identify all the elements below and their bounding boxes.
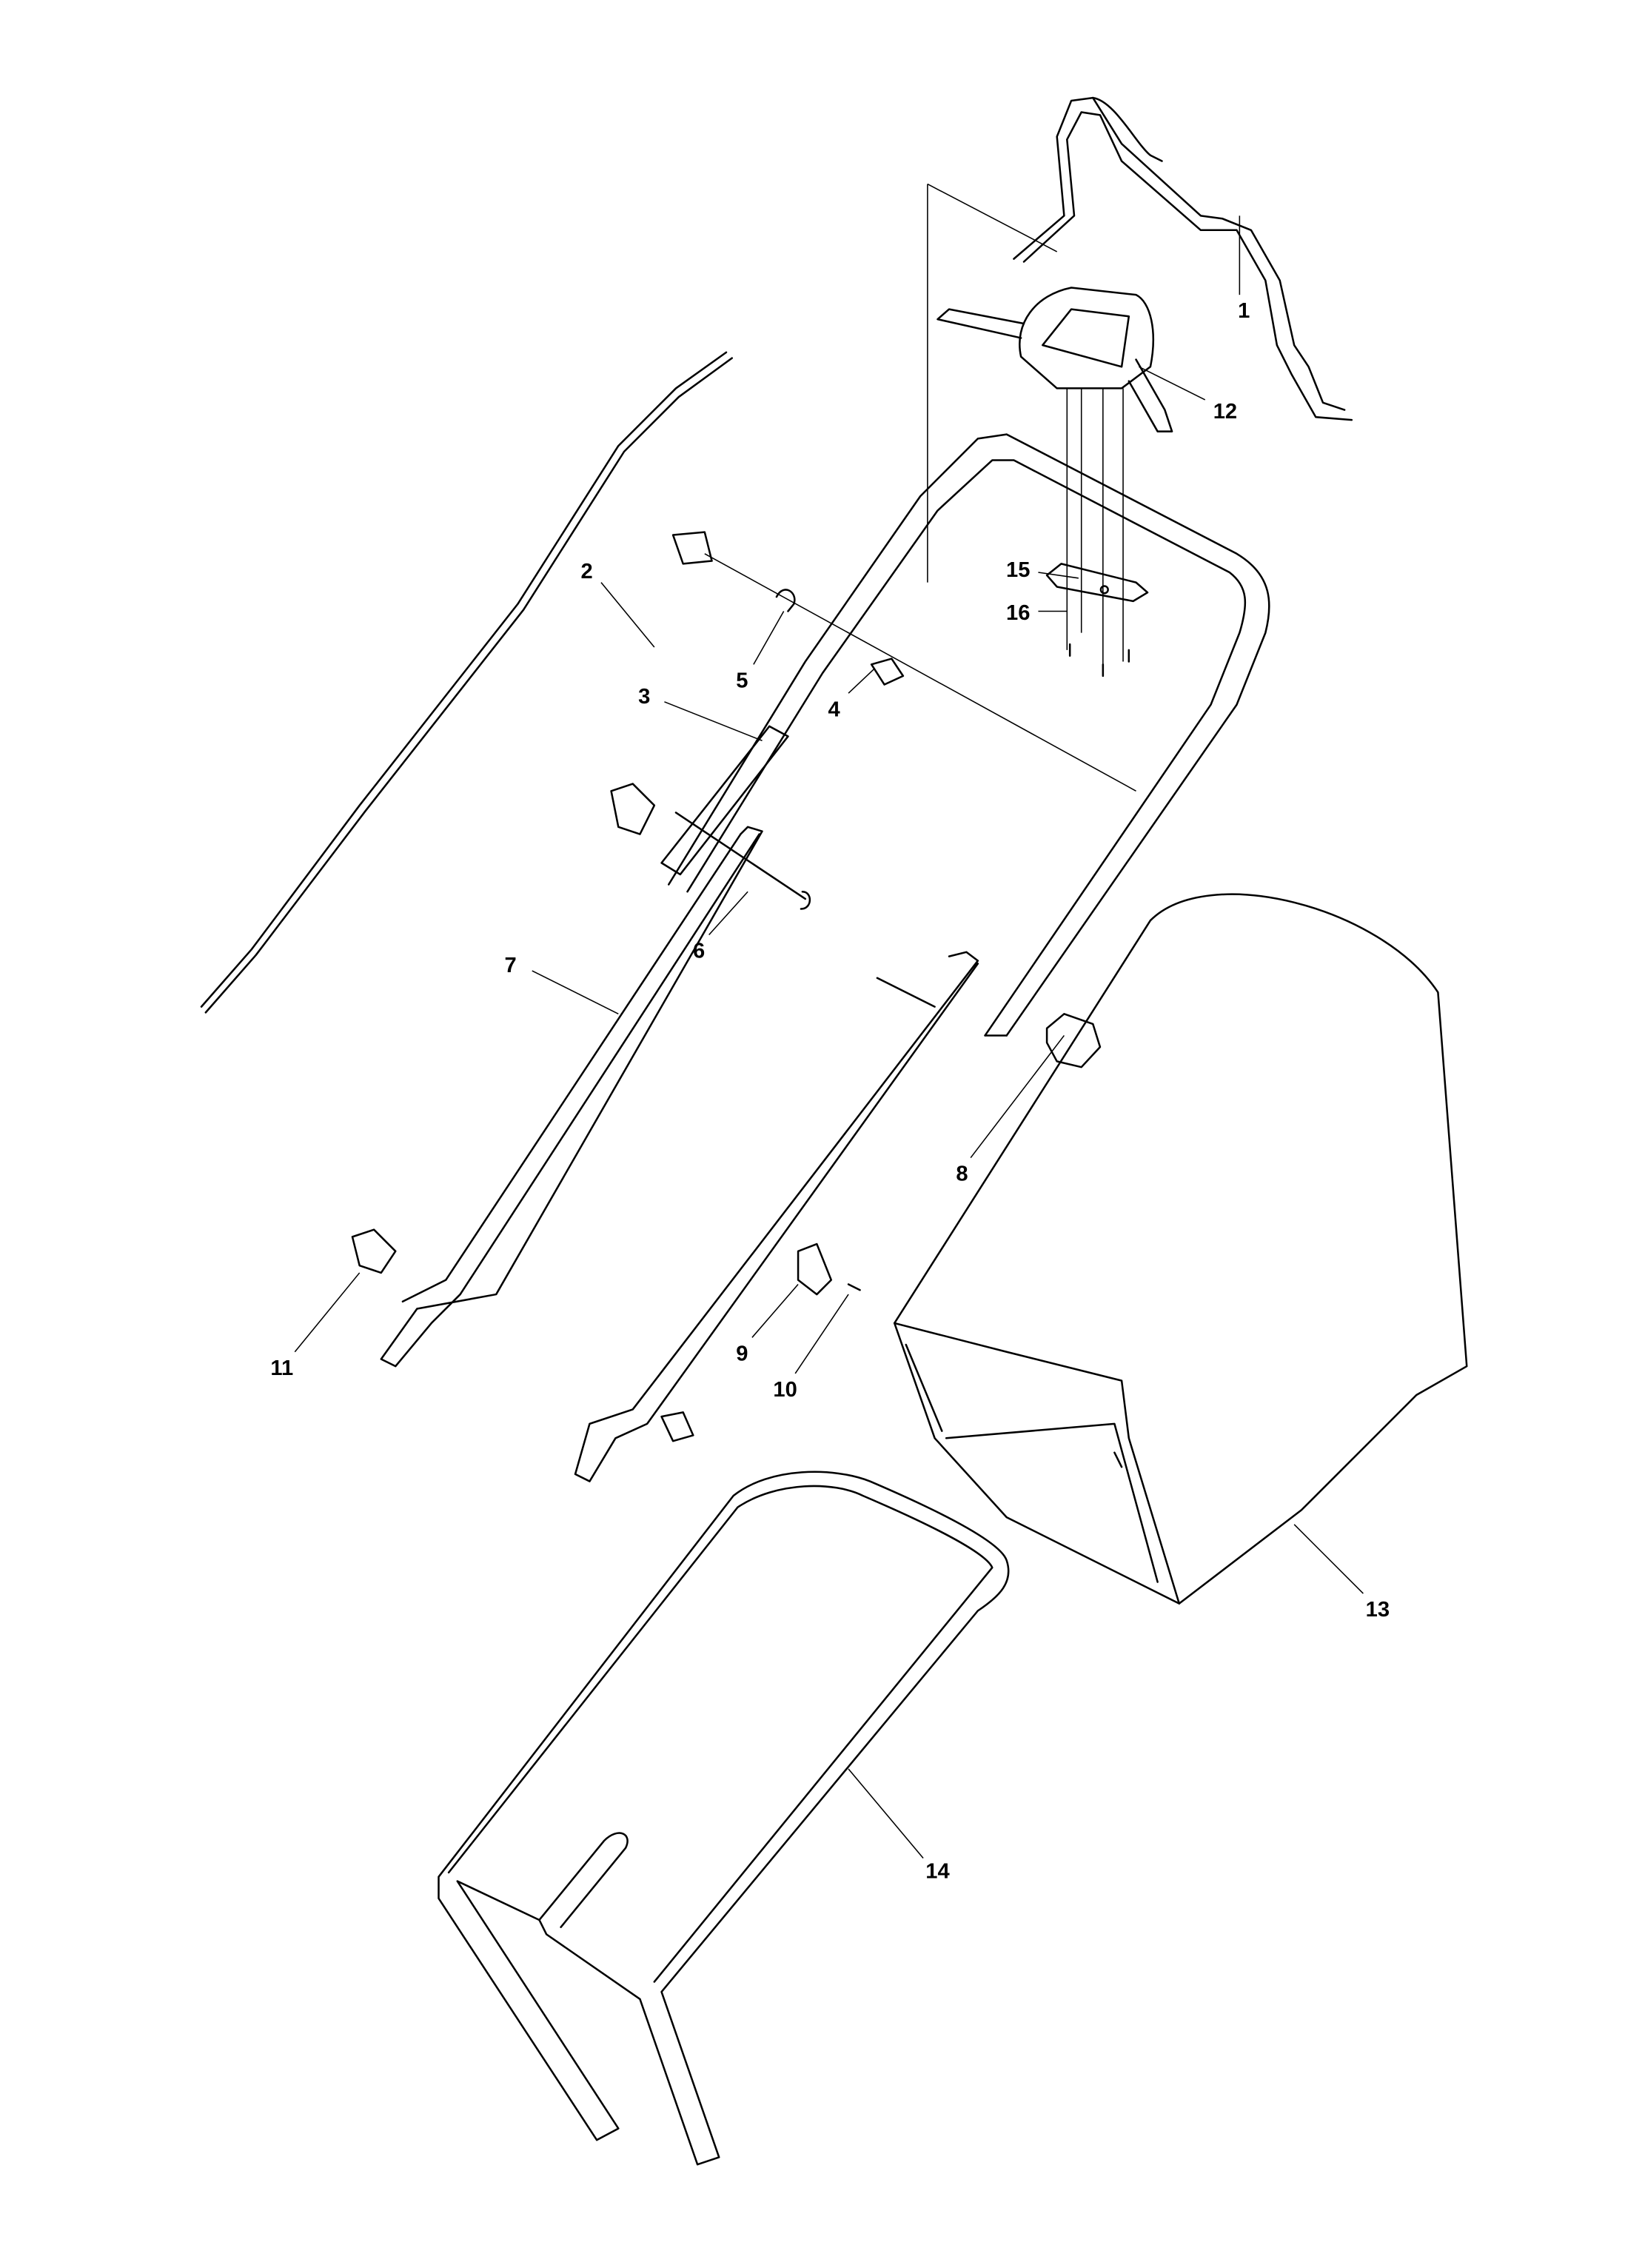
callout-16: 16	[1006, 601, 1030, 625]
part-13-grass-bag	[893, 893, 1468, 1605]
part-9-cable-clip	[797, 1242, 833, 1296]
callout-labels: 1 2 3 4 5 6 7 8 9 10 11 12 13 14 15 16	[270, 299, 1390, 1883]
callout-5: 5	[736, 669, 748, 692]
callout-4: 4	[828, 698, 841, 721]
callout-6: 6	[693, 940, 705, 963]
part-7-lower-tube	[380, 826, 763, 1368]
handle-frame	[668, 433, 1270, 1037]
part-3-lever	[660, 725, 789, 876]
callout-13: 13	[1366, 1598, 1390, 1622]
part-15-bracket	[1045, 563, 1149, 603]
part-8-star-knob	[1045, 1013, 1102, 1068]
callout-9: 9	[736, 1342, 748, 1365]
callout-10: 10	[773, 1378, 797, 1402]
callout-1: 1	[1238, 299, 1250, 323]
callout-3: 3	[638, 685, 650, 709]
part-10-screw	[847, 1283, 861, 1291]
assembly-lines	[704, 183, 1136, 792]
part-14-bag-frame	[438, 1471, 1010, 2166]
part-11-knob	[351, 1228, 397, 1274]
part-6-bolt	[674, 812, 811, 910]
part-1-control-bail	[1013, 96, 1353, 421]
leader-lines	[294, 215, 1364, 1859]
part-4-clip	[870, 658, 905, 686]
callout-14: 14	[925, 1860, 950, 1884]
cable-end-clip	[660, 1411, 694, 1442]
callout-15: 15	[1006, 558, 1030, 582]
callout-7: 7	[505, 954, 517, 977]
knob	[610, 783, 656, 835]
callout-12: 12	[1213, 400, 1237, 424]
callout-11: 11	[270, 1357, 293, 1380]
part-5-pin	[775, 589, 796, 612]
callout-2: 2	[580, 560, 592, 583]
part-2-cable	[200, 351, 733, 1014]
part-12-control-box	[937, 287, 1173, 432]
callout-8: 8	[956, 1163, 968, 1186]
part-16-screws	[1068, 643, 1130, 678]
right-lower-tube	[574, 951, 979, 1482]
